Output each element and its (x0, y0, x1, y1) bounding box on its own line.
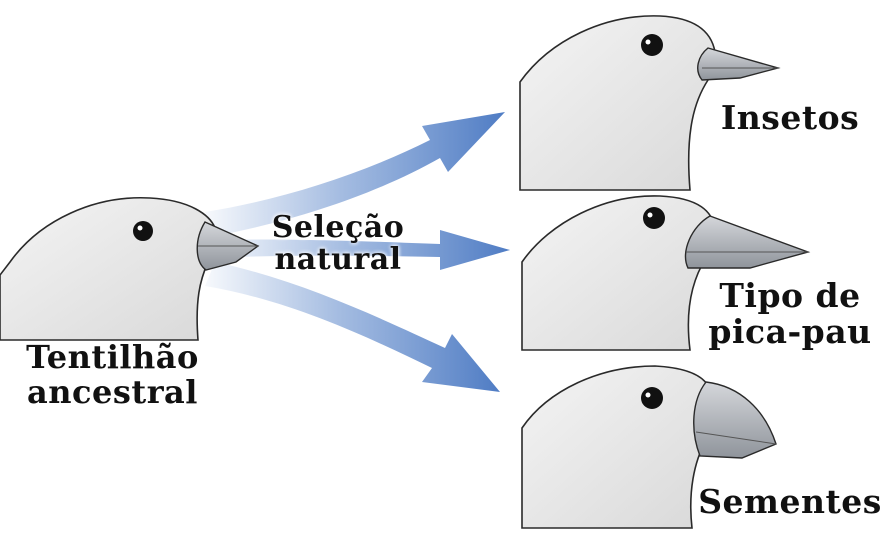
ancestral-label-line-1: Tentilhão (5, 340, 220, 375)
natural-selection-label: Seleção natural (248, 212, 428, 277)
insects-label: Insetos (700, 100, 880, 136)
ancestral-finch-label: Tentilhão ancestral (5, 340, 220, 409)
selection-label-line-1: Seleção (248, 212, 428, 244)
woodpecker-label: Tipo de pica-pau (690, 278, 885, 349)
ancestral-label-line-2: ancestral (5, 375, 220, 410)
arrow-to-seeds (205, 262, 500, 392)
selection-label-line-2: natural (248, 244, 428, 276)
insects-label-text: Insetos (700, 100, 880, 136)
woodpecker-label-line-2: pica-pau (690, 314, 885, 350)
seeds-label: Sementes (690, 484, 885, 520)
woodpecker-label-line-1: Tipo de (690, 278, 885, 314)
seeds-label-text: Sementes (690, 484, 885, 520)
